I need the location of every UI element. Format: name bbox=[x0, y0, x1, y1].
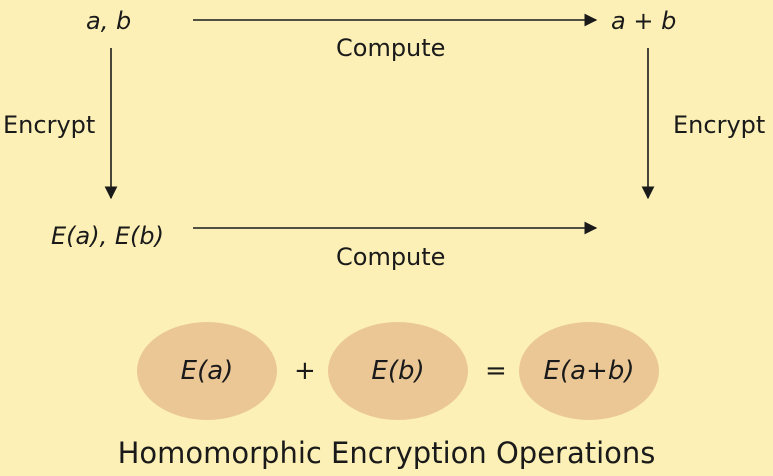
plain-result-label: a + b bbox=[611, 7, 677, 35]
equals-operator: = bbox=[485, 356, 507, 386]
term-encrypted-a: E(a) bbox=[180, 356, 234, 386]
oval-encrypted-sum: E(a+b) bbox=[519, 322, 659, 420]
compute-top-label: Compute bbox=[336, 34, 446, 62]
encrypt-right-label: Encrypt bbox=[673, 111, 766, 139]
diagram-caption: Homomorphic Encryption Operations bbox=[117, 436, 656, 470]
plus-operator: + bbox=[294, 356, 316, 386]
encrypt-left-label: Encrypt bbox=[3, 111, 96, 139]
oval-encrypted-b: E(b) bbox=[328, 322, 468, 420]
compute-bottom-label: Compute bbox=[336, 243, 446, 271]
term-encrypted-sum: E(a+b) bbox=[543, 356, 635, 386]
cipher-inputs-label: E(a), E(b) bbox=[51, 222, 164, 250]
oval-encrypted-a: E(a) bbox=[137, 322, 277, 420]
term-encrypted-b: E(b) bbox=[371, 356, 425, 386]
plain-inputs-label: a, b bbox=[86, 7, 132, 35]
